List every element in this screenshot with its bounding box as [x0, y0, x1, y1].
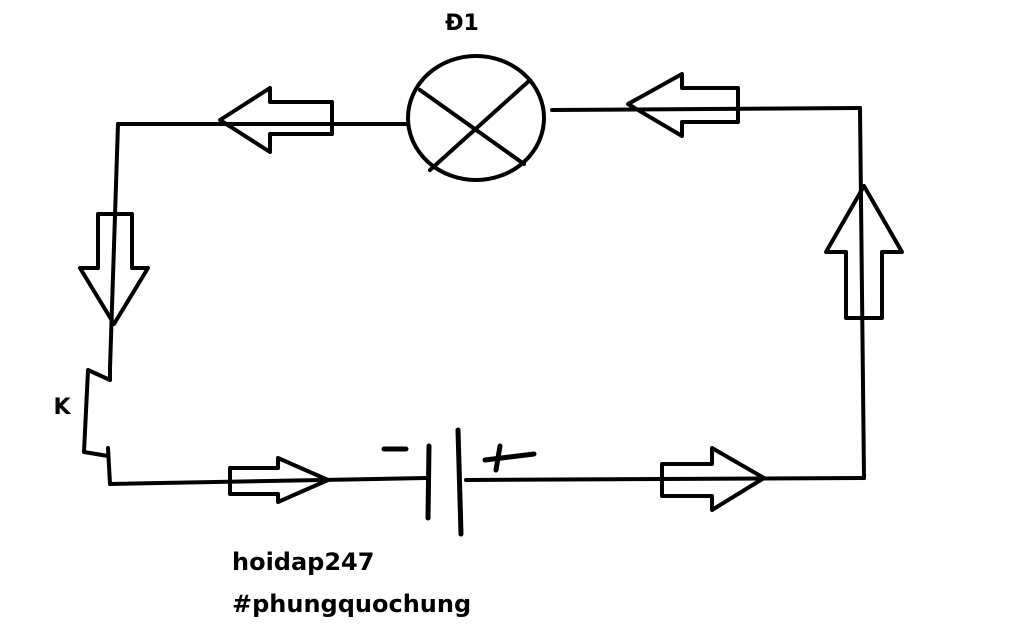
battery-positive-sign-h — [482, 451, 537, 463]
battery-positive-plate — [455, 427, 464, 537]
wire-top-right — [550, 106, 862, 112]
wire-bottom-left — [108, 476, 428, 486]
switch-label: K — [53, 395, 71, 420]
current-arrow-bottom-left — [228, 456, 330, 504]
lamp-d1 — [406, 54, 546, 182]
lamp-circle — [406, 54, 546, 182]
current-arrow-bottom-right — [660, 446, 766, 512]
current-arrow-top-left — [218, 86, 334, 154]
lamp-label: Đ1 — [445, 11, 479, 36]
wire-left-upper — [108, 122, 120, 370]
wire-bottom-right — [464, 476, 866, 482]
current-arrow-top-right — [626, 72, 740, 138]
wire-left-lower — [106, 446, 112, 486]
battery-negative-plate — [425, 443, 432, 521]
switch-k — [82, 366, 112, 458]
lamp-cross-line-1 — [418, 88, 526, 166]
current-arrow-right — [824, 184, 904, 320]
lamp-cross-line-2 — [428, 78, 532, 172]
battery — [381, 427, 537, 537]
wire-right — [858, 106, 866, 480]
watermark-line-1: hoidap247 — [232, 548, 375, 576]
watermark-line-2: #phungquochung — [232, 590, 472, 618]
current-arrow-left — [78, 212, 150, 326]
battery-positive-sign-v — [493, 443, 503, 473]
